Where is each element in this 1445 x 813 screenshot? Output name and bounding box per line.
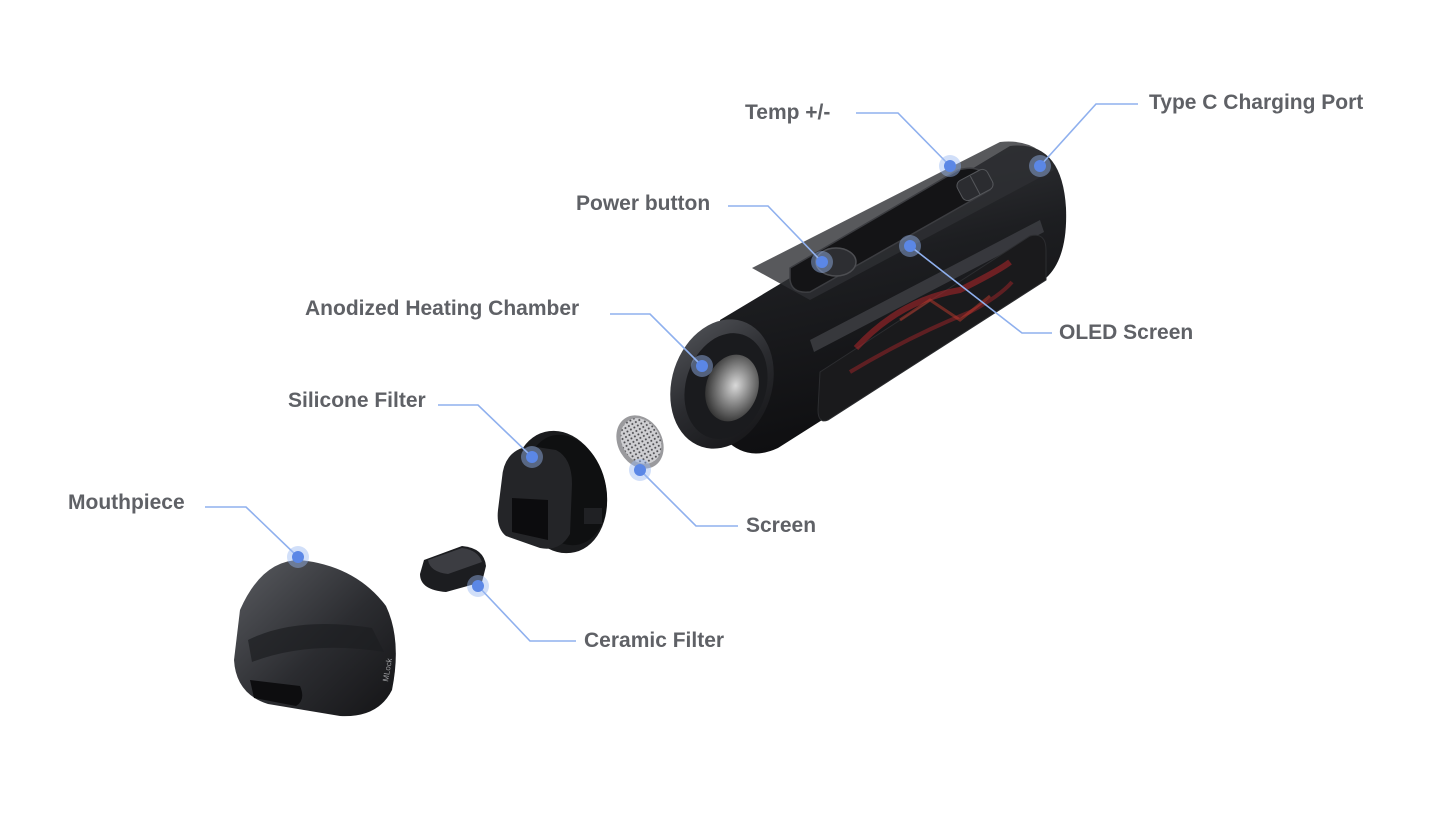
label-ceramic-filter: Ceramic Filter [584, 629, 725, 652]
label-screen: Screen [746, 514, 817, 537]
label-mouthpiece: Mouthpiece [68, 491, 185, 514]
leader-screen [639, 469, 738, 527]
ceramic-filter-part [420, 546, 486, 592]
dot-mouthpiece [287, 546, 309, 568]
leader-mouthpiece [205, 506, 299, 558]
callout-dots [287, 155, 1051, 597]
leader-power-button [728, 205, 823, 263]
label-type-c-port: Type C Charging Port [1149, 91, 1364, 114]
dot-oled-screen [899, 235, 921, 257]
dot-heating-chamber [691, 355, 713, 377]
dot-type-c-port [1029, 155, 1051, 177]
leader-type-c-port [1039, 103, 1138, 167]
leader-ceramic-filter [477, 585, 576, 642]
temp-buttons[interactable] [955, 167, 995, 202]
dot-ceramic-filter [467, 575, 489, 597]
mesh-screen-part [616, 415, 664, 469]
dot-screen [629, 459, 651, 481]
label-power-button: Power button [576, 192, 711, 215]
dot-power-button [811, 251, 833, 273]
heating-chamber [705, 354, 759, 422]
mouthpiece-logo: MLock [381, 657, 394, 683]
dot-temp [939, 155, 961, 177]
silicone-filter-part [497, 430, 608, 554]
leader-silicone-filter [438, 404, 533, 458]
label-oled-screen: OLED Screen [1059, 321, 1194, 344]
device-body [670, 141, 1067, 454]
label-temp: Temp +/- [745, 101, 831, 124]
mouthpiece-part: MLock [234, 560, 396, 717]
leader-temp [856, 112, 951, 167]
label-heating-chamber: Anodized Heating Chamber [305, 297, 580, 320]
oled-panel [817, 234, 1047, 422]
dot-silicone-filter [521, 446, 543, 468]
leader-oled-screen [909, 245, 1052, 334]
label-silicone-filter: Silicone Filter [288, 389, 426, 412]
leader-lines [205, 103, 1138, 642]
leader-heating-chamber [610, 313, 703, 367]
